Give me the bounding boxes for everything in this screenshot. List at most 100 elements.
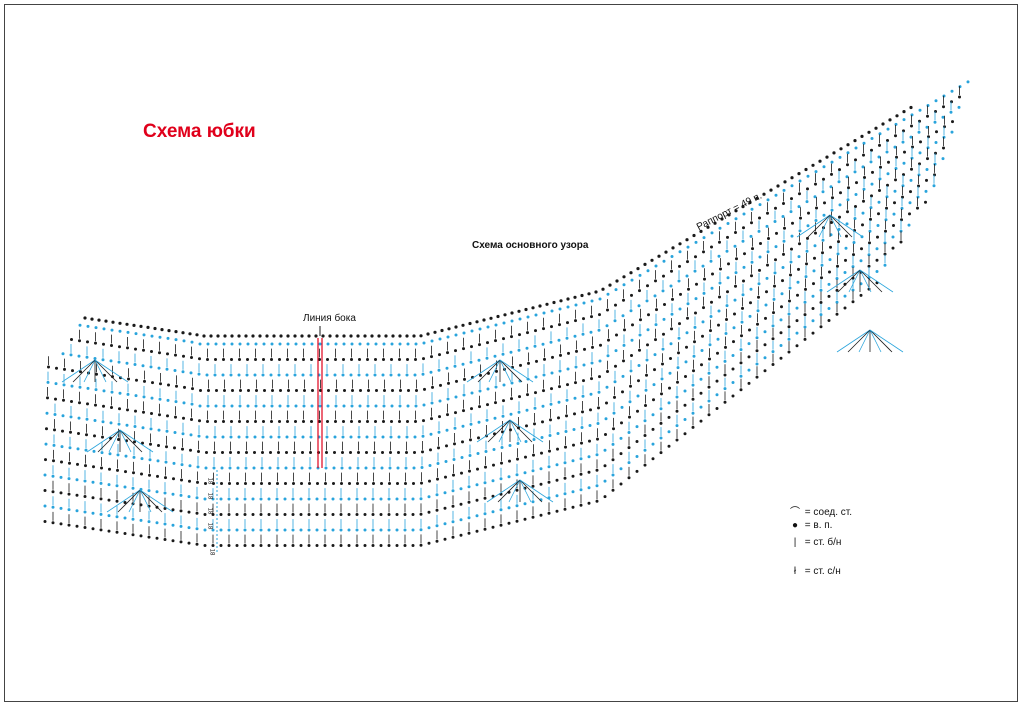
chain-stitch-mark bbox=[308, 466, 312, 470]
chain-stitch-mark bbox=[741, 239, 745, 243]
chain-stitch-mark bbox=[478, 327, 482, 331]
chain-stitch-mark bbox=[133, 440, 136, 444]
chain-stitch-mark bbox=[131, 533, 135, 537]
chain-stitch-mark bbox=[685, 345, 688, 349]
chain-stitch-mark bbox=[502, 399, 505, 403]
chain-stitch-mark bbox=[335, 389, 338, 392]
edge-chain-mark bbox=[139, 324, 143, 328]
chain-stitch-mark bbox=[660, 392, 663, 396]
chain-stitch-mark bbox=[475, 483, 479, 487]
chain-stitch-mark bbox=[723, 359, 727, 363]
chain-stitch-mark bbox=[76, 462, 79, 466]
chain-stitch-mark bbox=[796, 293, 799, 297]
chain-stitch-mark bbox=[67, 477, 71, 481]
chain-stitch-mark bbox=[542, 327, 545, 331]
chain-stitch-mark bbox=[259, 497, 263, 501]
chain-stitch-mark bbox=[44, 442, 48, 446]
chain-stitch-mark bbox=[702, 306, 705, 310]
chain-stitch-mark bbox=[732, 340, 735, 344]
chain-stitch-mark bbox=[539, 513, 543, 517]
chain-stitch-mark bbox=[219, 497, 223, 501]
chain-stitch-mark bbox=[171, 539, 175, 543]
chain-stitch-mark bbox=[619, 452, 623, 456]
edge-chain-mark bbox=[552, 300, 556, 305]
chain-stitch-mark bbox=[411, 544, 415, 547]
chain-stitch-mark bbox=[733, 298, 737, 302]
chain-stitch-mark bbox=[707, 371, 711, 375]
chain-stitch-mark bbox=[239, 389, 242, 392]
chain-stitch-mark bbox=[333, 451, 336, 454]
chain-stitch-mark bbox=[270, 342, 274, 346]
chain-stitch-mark bbox=[638, 273, 642, 277]
chain-stitch-mark bbox=[836, 264, 839, 268]
chain-stitch-mark bbox=[237, 373, 241, 377]
chain-stitch-mark bbox=[629, 384, 632, 388]
chain-stitch-mark bbox=[699, 391, 703, 395]
chain-stitch-mark bbox=[669, 342, 673, 346]
chain-stitch-mark bbox=[462, 347, 465, 351]
chain-stitch-mark bbox=[700, 363, 703, 367]
chain-stitch-mark bbox=[382, 342, 386, 346]
chain-stitch-mark bbox=[684, 360, 688, 364]
edge-chain-mark bbox=[377, 334, 381, 338]
chain-stitch-mark bbox=[134, 347, 137, 351]
chain-stitch-mark bbox=[483, 512, 487, 516]
chain-stitch-mark bbox=[451, 535, 455, 539]
edge-chain-mark bbox=[671, 246, 675, 250]
chain-stitch-mark bbox=[443, 522, 447, 526]
chain-stitch-mark bbox=[229, 373, 233, 377]
chain-stitch-mark bbox=[549, 402, 553, 406]
chain-stitch-mark bbox=[51, 505, 55, 509]
chain-stitch-mark bbox=[59, 522, 63, 526]
chain-stitch-mark bbox=[435, 524, 439, 528]
chain-stitch-mark bbox=[59, 491, 63, 495]
chain-stitch-mark bbox=[675, 424, 679, 428]
chain-stitch-mark bbox=[299, 528, 303, 532]
chain-stitch-mark bbox=[149, 365, 153, 369]
chain-stitch-mark bbox=[443, 506, 447, 510]
chain-stitch-mark bbox=[69, 353, 73, 357]
chain-stitch-mark bbox=[372, 482, 375, 485]
chain-stitch-mark bbox=[819, 313, 823, 317]
edge-chain-mark bbox=[832, 151, 836, 155]
chain-stitch-mark bbox=[779, 356, 783, 360]
chain-stitch-mark bbox=[107, 498, 111, 502]
chain-stitch-mark bbox=[831, 196, 834, 200]
chain-stitch-mark bbox=[734, 284, 737, 288]
edge-chain-mark bbox=[692, 233, 696, 238]
chain-stitch-mark bbox=[99, 512, 103, 516]
chain-stitch-mark bbox=[427, 541, 431, 545]
chain-stitch-mark bbox=[453, 364, 457, 368]
chain-stitch-mark bbox=[60, 445, 64, 449]
chain-stitch-mark bbox=[83, 526, 87, 529]
edge-chain-mark bbox=[405, 334, 409, 338]
chain-stitch-mark bbox=[534, 329, 537, 333]
chain-stitch-mark bbox=[149, 427, 153, 431]
chain-stitch-mark bbox=[117, 422, 121, 426]
chain-stitch-mark bbox=[371, 497, 375, 501]
shell-stitch-mark bbox=[94, 359, 118, 383]
chain-stitch-mark bbox=[524, 440, 528, 443]
chain-stitch-mark bbox=[764, 303, 768, 307]
chain-stitch-mark bbox=[463, 377, 466, 381]
chain-stitch-mark bbox=[579, 503, 583, 507]
chain-stitch-mark bbox=[750, 260, 754, 264]
chain-stitch-mark bbox=[517, 410, 521, 414]
chain-stitch-mark bbox=[414, 358, 417, 361]
side-line-label: Линия бока bbox=[303, 313, 356, 324]
chain-stitch-mark bbox=[675, 409, 679, 413]
chain-stitch-mark bbox=[854, 193, 858, 196]
chain-stitch-mark bbox=[221, 373, 225, 377]
chain-stitch-mark bbox=[307, 544, 311, 547]
chain-stitch-mark bbox=[115, 484, 119, 488]
chain-stitch-mark bbox=[123, 501, 127, 504]
chain-stitch-mark bbox=[589, 392, 593, 396]
chain-stitch-mark bbox=[845, 234, 848, 238]
chain-stitch-mark bbox=[347, 513, 351, 516]
chain-stitch-mark bbox=[900, 218, 903, 222]
chain-stitch-mark bbox=[165, 429, 169, 433]
chain-stitch-mark bbox=[468, 469, 471, 473]
chain-stitch-mark bbox=[460, 456, 464, 459]
chain-stitch-mark bbox=[679, 292, 682, 296]
chain-stitch-mark bbox=[611, 488, 615, 492]
